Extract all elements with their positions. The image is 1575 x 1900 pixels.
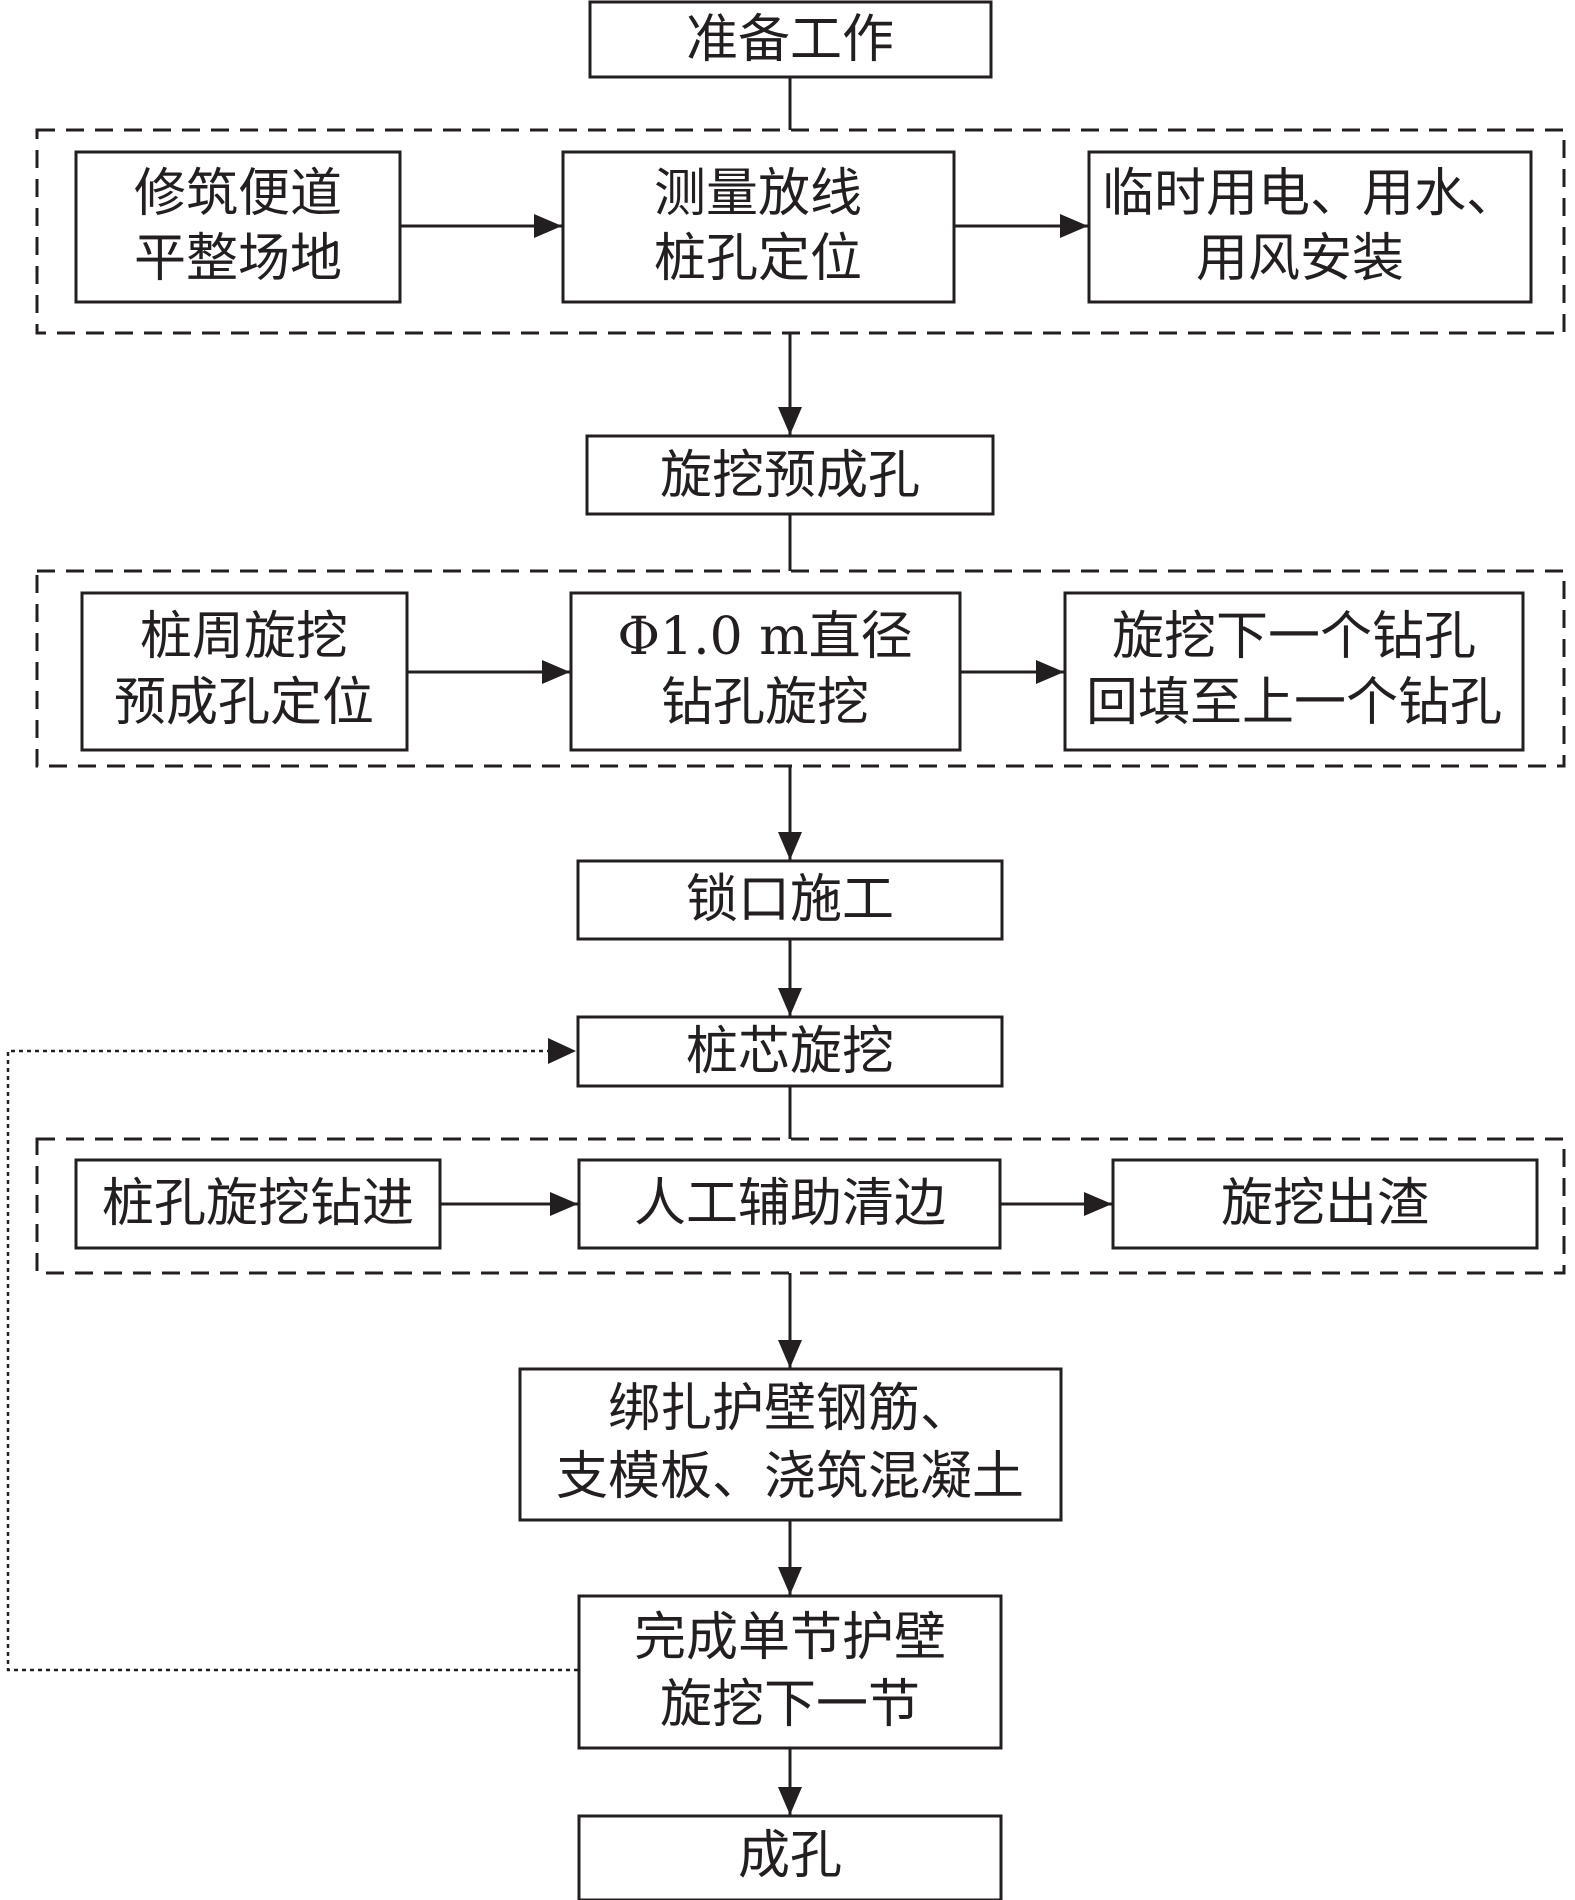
node-prep: 准备工作 xyxy=(588,0,993,79)
node-finish-section: 完成单节护壁 旋挖下一节 xyxy=(577,1594,1003,1750)
node-locate-line-2: 预成孔定位 xyxy=(114,673,374,733)
node-drill: Φ1.0 m直径 钻孔旋挖 xyxy=(569,591,962,752)
node-rebar: 绑扎护壁钢筋、 支模板、浇筑混凝土 xyxy=(518,1367,1063,1522)
node-muck: 旋挖出渣 xyxy=(1111,1158,1539,1250)
node-finish-section-line-2: 旋挖下一节 xyxy=(660,1675,920,1735)
node-drill-line-1: Φ1.0 m直径 xyxy=(617,607,912,667)
node-core-line-1: 桩芯旋挖 xyxy=(686,1022,894,1082)
node-lock: 锁口施工 xyxy=(576,859,1004,941)
node-clean: 人工辅助清边 xyxy=(577,1158,1002,1250)
node-road-line-2: 平整场地 xyxy=(134,229,342,289)
node-rebar-line-1: 绑扎护壁钢筋、 xyxy=(608,1379,972,1439)
node-utilities: 临时用电、用水、 用风安装 xyxy=(1087,150,1533,304)
node-next-hole: 旋挖下一个钻孔 回填至上一个钻孔 xyxy=(1063,591,1525,752)
node-clean-line-1: 人工辅助清边 xyxy=(634,1174,946,1234)
edge-loop-finish-to-core xyxy=(6,1049,578,1672)
edge-loop-arrowhead xyxy=(548,1038,576,1064)
node-drill-line-2: 钻孔旋挖 xyxy=(661,673,869,733)
node-advance-line-1: 桩孔旋挖钻进 xyxy=(102,1174,414,1234)
node-survey-line-1: 测量放线 xyxy=(654,164,862,224)
edges xyxy=(6,77,1112,1815)
node-locate-line-1: 桩周旋挖 xyxy=(140,607,348,667)
node-core: 桩芯旋挖 xyxy=(576,1015,1004,1088)
node-muck-line-1: 旋挖出渣 xyxy=(1221,1174,1429,1234)
group-pre-boring xyxy=(35,569,1566,768)
node-done-line-1: 成孔 xyxy=(738,1826,842,1886)
node-prebore: 旋挖预成孔 xyxy=(585,434,995,516)
node-survey: 测量放线 桩孔定位 xyxy=(561,150,956,304)
node-next-hole-line-2: 回填至上一个钻孔 xyxy=(1086,673,1502,733)
node-prep-line-1: 准备工作 xyxy=(686,10,894,70)
group-core-excavation xyxy=(35,1137,1566,1275)
node-utilities-line-1: 临时用电、用水、 xyxy=(1102,164,1518,224)
node-survey-line-2: 桩孔定位 xyxy=(654,229,862,289)
node-rebar-line-2: 支模板、浇筑混凝土 xyxy=(556,1447,1024,1507)
node-finish-section-line-1: 完成单节护壁 xyxy=(634,1608,946,1668)
node-road: 修筑便道 平整场地 xyxy=(74,150,402,304)
node-locate: 桩周旋挖 预成孔定位 xyxy=(80,591,409,752)
node-lock-line-1: 锁口施工 xyxy=(686,870,894,930)
node-prebore-line-1: 旋挖预成孔 xyxy=(660,446,920,506)
node-advance: 桩孔旋挖钻进 xyxy=(74,1158,442,1250)
node-utilities-line-2: 用风安装 xyxy=(1196,229,1404,289)
node-done: 成孔 xyxy=(577,1814,1003,1900)
node-road-line-1: 修筑便道 xyxy=(134,164,342,224)
node-next-hole-line-1: 旋挖下一个钻孔 xyxy=(1112,607,1476,667)
group-site-preparation xyxy=(35,128,1566,335)
